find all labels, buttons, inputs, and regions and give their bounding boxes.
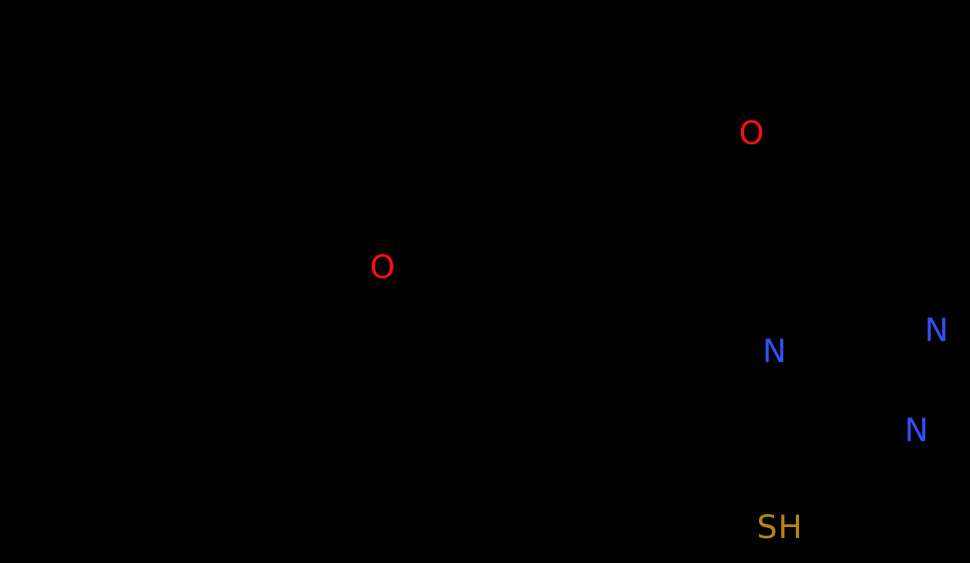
nitrogen-atom-label: N xyxy=(762,332,788,370)
bonds xyxy=(88,88,932,512)
thiol-group-label: SH xyxy=(756,508,804,546)
nitrogen-atom-label: N xyxy=(904,411,930,449)
oxygen-atom-label: O xyxy=(738,114,766,152)
nitrogen-atom-label: N xyxy=(924,311,950,349)
oxygen-atom-label: O xyxy=(369,248,397,286)
